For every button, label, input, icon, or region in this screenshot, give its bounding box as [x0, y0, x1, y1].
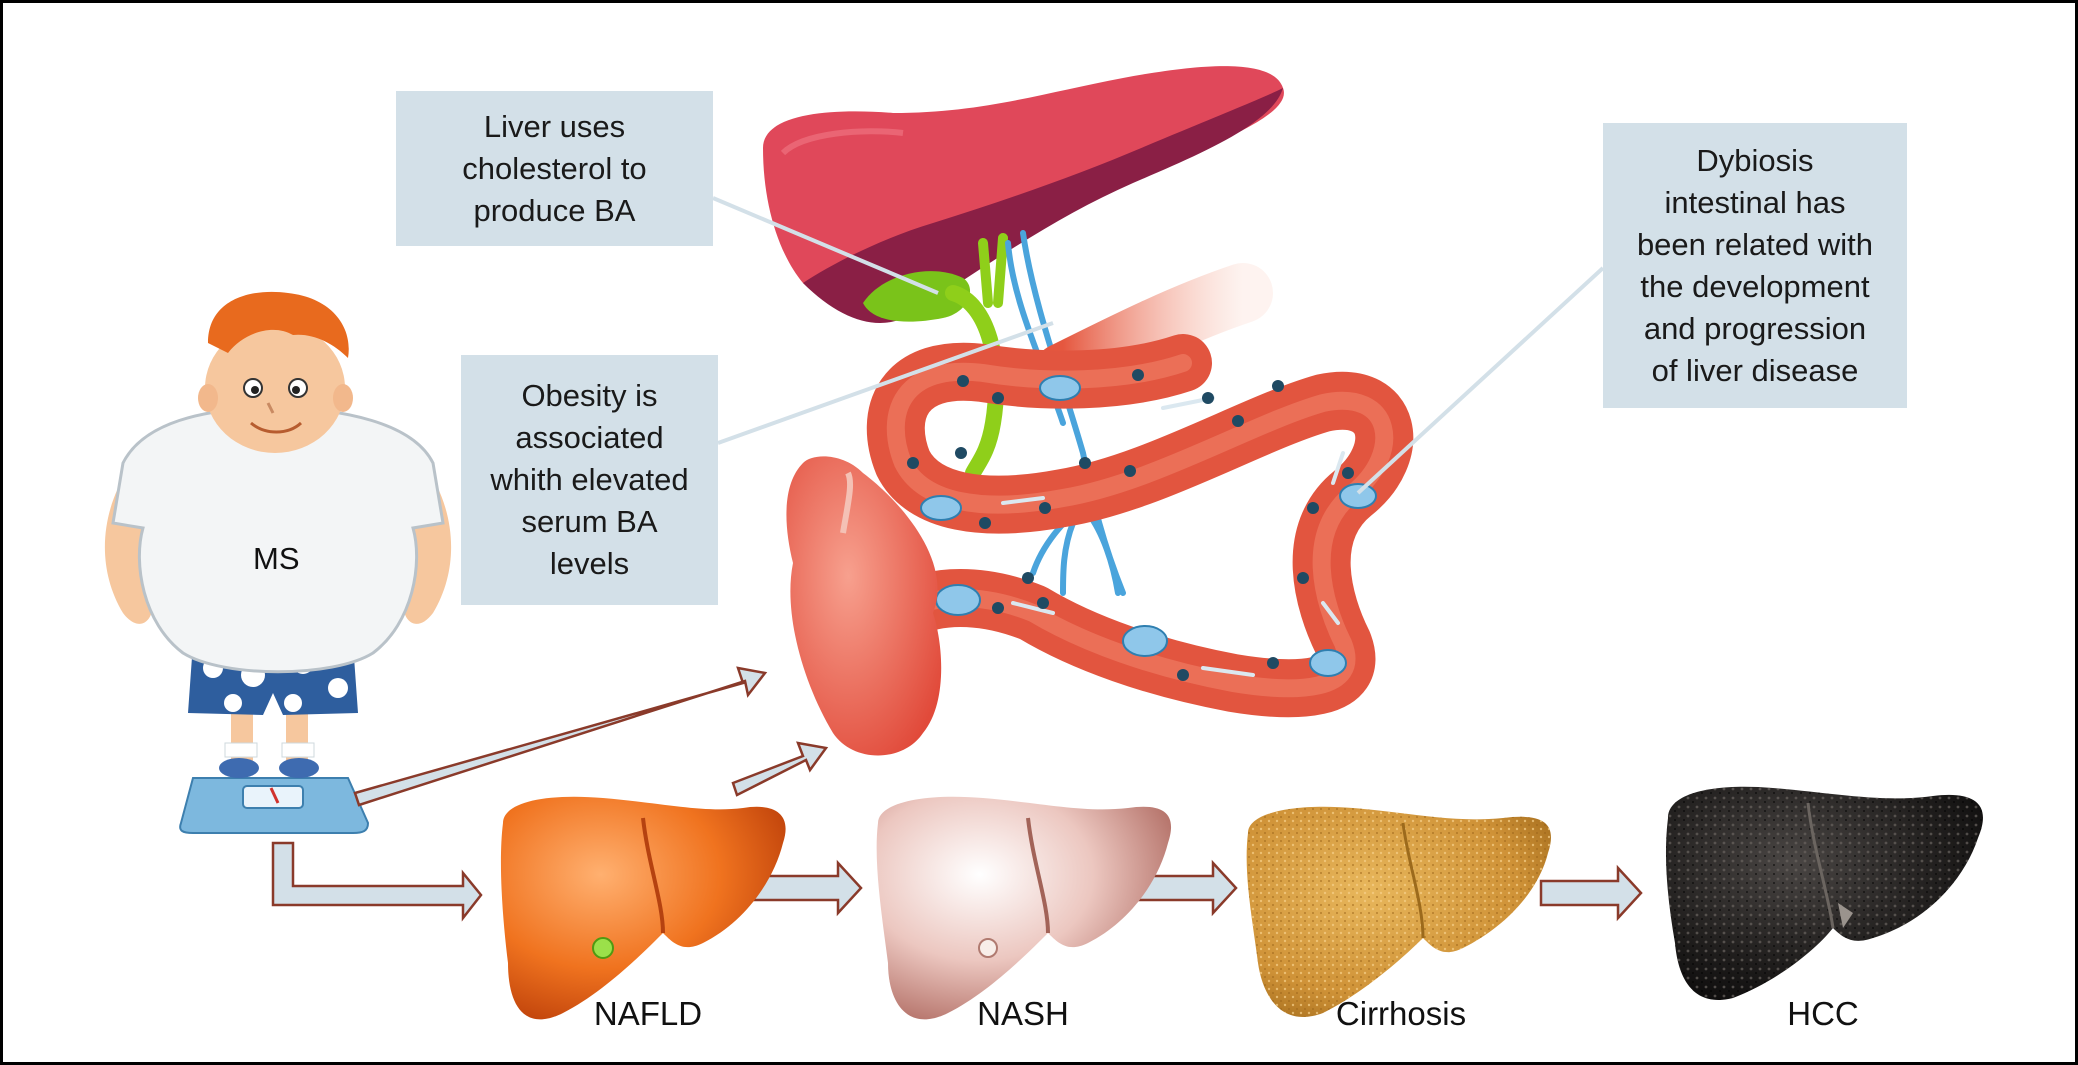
intestine: [866, 334, 1414, 718]
callout-obesity: Obesity is associated whith elevated ser…: [461, 355, 718, 605]
liver-nafld: [500, 796, 786, 1020]
liver-nash: [876, 796, 1172, 1020]
diagram-artwork: [104, 66, 1983, 1020]
stage-label-cirrhosis: Cirrhosis: [1335, 995, 1467, 1032]
bile-globules: [920, 375, 1377, 677]
colon: [786, 456, 942, 756]
stage-label-nafld: NAFLD: [593, 995, 703, 1032]
stage-label-nash: NASH: [977, 995, 1069, 1032]
bacteria: [907, 369, 1354, 681]
callout-liver-cholesterol-text: Liver uses cholesterol to produce BA: [462, 108, 647, 228]
stage-label-hcc: HCC: [1787, 995, 1859, 1032]
blood-vessels: [1005, 230, 1126, 596]
callout-leaders: [712, 196, 1605, 495]
liver-cirrhosis: [1246, 806, 1551, 1017]
liver-hcc: [1665, 786, 1983, 1000]
callout-dysbiosis: Dybiosis intestinal has been related wit…: [1603, 123, 1907, 408]
top-liver: [763, 66, 1284, 323]
callout-obesity-text: Obesity is associated whith elevated ser…: [490, 378, 689, 581]
callout-dysbiosis-text: Dybiosis intestinal has been related wit…: [1636, 142, 1874, 388]
ms-label: MS: [253, 541, 300, 576]
child-illustration: [104, 291, 452, 834]
callout-liver-cholesterol: Liver uses cholesterol to produce BA: [396, 91, 713, 246]
arrows: [271, 666, 1643, 922]
